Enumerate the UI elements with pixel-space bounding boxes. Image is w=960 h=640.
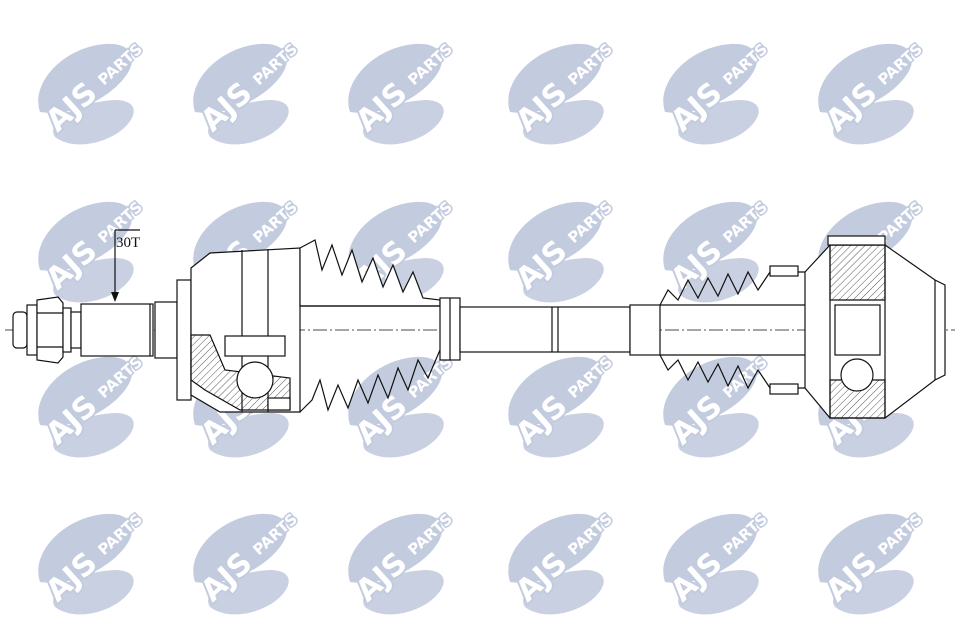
inner-tripod-joint (804, 235, 946, 419)
spline-count-label: 30T (116, 235, 140, 251)
outer-cv-joint (176, 247, 301, 413)
hub-nut (12, 296, 82, 364)
shaft (459, 306, 631, 353)
inner-boot (629, 265, 805, 395)
spline-stub: 30T (80, 229, 178, 359)
